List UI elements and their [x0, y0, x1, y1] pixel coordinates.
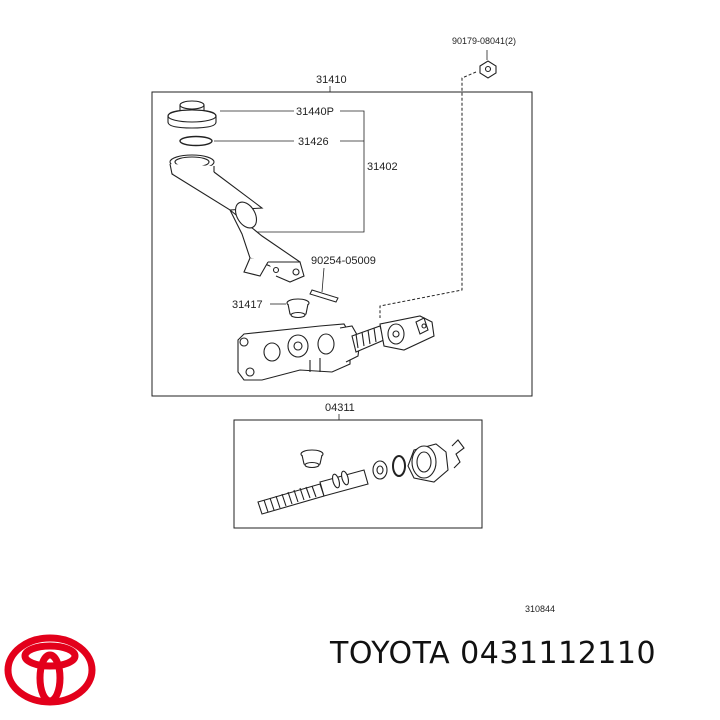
kit-piston-spring — [257, 469, 369, 515]
callout-reservoir-label: 31402 — [367, 161, 398, 173]
callout-pin-label: 90254-05009 — [311, 255, 376, 267]
kit-seals — [372, 455, 406, 480]
nut-part — [479, 60, 497, 79]
callout-cap-label: 31440P — [296, 106, 334, 118]
master-cylinder — [237, 315, 435, 381]
brand-name: TOYOTA — [330, 636, 451, 671]
callout-grommet-label: 31417 — [232, 299, 263, 311]
kit-box — [233, 419, 483, 529]
grommet-part — [286, 298, 310, 319]
reservoir-cap — [167, 100, 217, 129]
kit-boot — [407, 443, 449, 483]
pin-part — [309, 289, 339, 303]
callout-nut-label: 90179-08041(2) — [452, 36, 516, 46]
assembly-box — [151, 91, 533, 397]
part-number: 0431112110 — [460, 636, 657, 671]
gasket-part — [179, 135, 213, 147]
reservoir-tube — [169, 154, 305, 283]
kit-grommet — [300, 449, 324, 469]
kit-clip — [451, 439, 465, 469]
kit-label: 04311 — [325, 402, 355, 414]
drawing-number: 310844 — [525, 604, 555, 614]
assembly-label: 31410 — [316, 74, 347, 86]
callout-gasket-label: 31426 — [298, 136, 329, 148]
dashed-leader — [379, 71, 477, 318]
toyota-logo-icon — [4, 634, 96, 706]
caption: TOYOTA 0431112110 — [330, 636, 656, 671]
